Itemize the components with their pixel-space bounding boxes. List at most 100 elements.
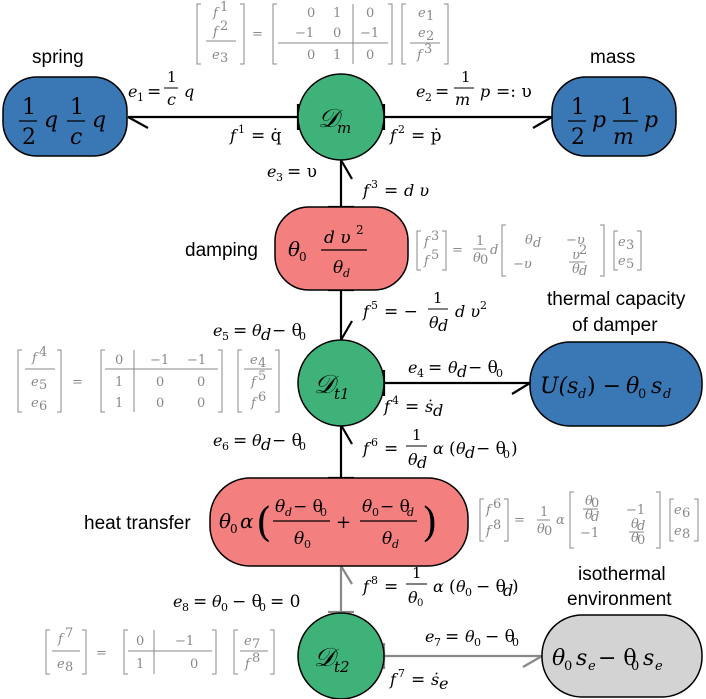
spring-label: spring	[32, 47, 84, 68]
svg-text:−1: −1	[150, 353, 169, 368]
bond-heat-dt2	[328, 565, 354, 614]
svg-text:3: 3	[431, 229, 439, 244]
damping-label: damping	[185, 240, 258, 261]
svg-text:1: 1	[115, 375, 123, 390]
svg-text:α: α	[433, 577, 444, 596]
bond-dm-damping	[328, 159, 354, 209]
thermal-label-1: thermal capacity	[547, 289, 686, 310]
svg-text:− θ: − θ	[468, 358, 498, 378]
svg-text:4: 4	[39, 345, 47, 360]
svg-text:d: d	[465, 443, 475, 462]
svg-text:0: 0	[115, 353, 123, 368]
svg-text:−1: −1	[187, 353, 206, 368]
svg-text:f: f	[389, 126, 399, 145]
svg-text:8: 8	[182, 601, 189, 614]
svg-text:8: 8	[371, 574, 378, 587]
svg-text:d υ: d υ	[404, 181, 429, 200]
svg-text:3: 3	[626, 238, 634, 253]
svg-text:d: d	[417, 453, 427, 472]
svg-text:e: e	[31, 375, 39, 390]
svg-text:ṡ: ṡ	[425, 397, 433, 416]
svg-text:f: f	[362, 181, 372, 200]
svg-text:0: 0	[465, 586, 472, 599]
svg-text:U(s: U(s	[540, 374, 578, 399]
svg-text:ṡ: ṡ	[431, 670, 439, 689]
svg-text:e: e	[439, 674, 448, 693]
svg-text:e: e	[213, 321, 222, 340]
svg-text:θ: θ	[382, 529, 392, 549]
svg-text:1: 1	[433, 289, 443, 307]
svg-text:=: =	[411, 670, 425, 690]
svg-text:2: 2	[356, 223, 364, 237]
svg-text:1: 1	[540, 505, 548, 520]
svg-text:f: f	[423, 254, 431, 269]
svg-text:=: =	[405, 397, 419, 417]
svg-text:0: 0	[299, 250, 307, 264]
svg-text:e: e	[173, 592, 182, 611]
svg-text:−1: −1	[360, 26, 379, 41]
svg-text:1: 1	[461, 68, 471, 86]
svg-text:f: f	[423, 235, 431, 250]
svg-text:0: 0	[221, 601, 228, 614]
svg-text:0: 0	[564, 659, 572, 674]
thermal-label-2: of damper	[572, 315, 658, 336]
svg-text:f: f	[383, 397, 393, 416]
svg-text:0: 0	[136, 634, 144, 649]
svg-text:− θ: − θ	[272, 321, 302, 341]
dirac-dt1-node: 𝒟 t1	[297, 339, 385, 427]
svg-text:−1: −1	[580, 526, 599, 541]
svg-text:e: e	[244, 634, 252, 649]
svg-text:− θ: − θ	[232, 592, 262, 612]
svg-text:8: 8	[65, 660, 73, 675]
svg-text:1: 1	[620, 95, 634, 120]
svg-text:d: d	[407, 506, 414, 519]
svg-text:0: 0	[304, 538, 311, 551]
svg-text:5: 5	[626, 257, 634, 272]
svg-text:0: 0	[307, 48, 315, 63]
svg-text:0: 0	[366, 6, 374, 21]
svg-text:f: f	[229, 126, 239, 145]
svg-text:= q̇: = q̇	[251, 126, 282, 146]
heat-transfer-label: heat transfer	[84, 513, 191, 534]
svg-text:f: f	[416, 48, 424, 63]
svg-text:(: (	[256, 500, 272, 546]
svg-text:−υ: −υ	[566, 233, 585, 248]
svg-text:d: d	[433, 401, 443, 420]
svg-text:α: α	[556, 513, 565, 528]
svg-text:1: 1	[412, 564, 422, 582]
svg-text:0: 0	[496, 367, 503, 380]
svg-text:1: 1	[137, 91, 144, 104]
svg-text:θ: θ	[408, 588, 418, 607]
svg-text:f: f	[389, 670, 399, 689]
heat-transfer-node: θ 0 α ( θ d − θ 0 θ 0 + θ 0 − θ d θ d )	[209, 477, 469, 567]
svg-text:e: e	[418, 6, 426, 21]
svg-text:=: =	[452, 243, 463, 258]
svg-text:1: 1	[22, 95, 36, 120]
svg-text:0: 0	[320, 506, 327, 519]
svg-text:θ: θ	[552, 646, 565, 671]
svg-text:= 0: = 0	[270, 592, 300, 612]
svg-text:7: 7	[65, 626, 73, 641]
svg-text:0: 0	[372, 506, 379, 519]
svg-text:=: =	[384, 577, 398, 597]
svg-text:0: 0	[299, 330, 306, 343]
svg-text:0: 0	[591, 496, 599, 511]
svg-text:θ: θ	[465, 627, 475, 646]
svg-text:1: 1	[426, 9, 434, 24]
svg-text:e: e	[267, 162, 276, 181]
svg-text:− θ: − θ	[485, 627, 515, 647]
svg-text:0: 0	[230, 522, 238, 536]
svg-text:0: 0	[637, 533, 645, 548]
svg-text:p: p	[592, 108, 606, 133]
svg-text:4: 4	[392, 394, 399, 407]
damping-node: θ 0 d υ 2 θ d	[274, 206, 409, 291]
svg-text:e: e	[674, 503, 682, 518]
svg-text:d: d	[392, 538, 399, 551]
svg-text:d: d	[285, 506, 292, 519]
